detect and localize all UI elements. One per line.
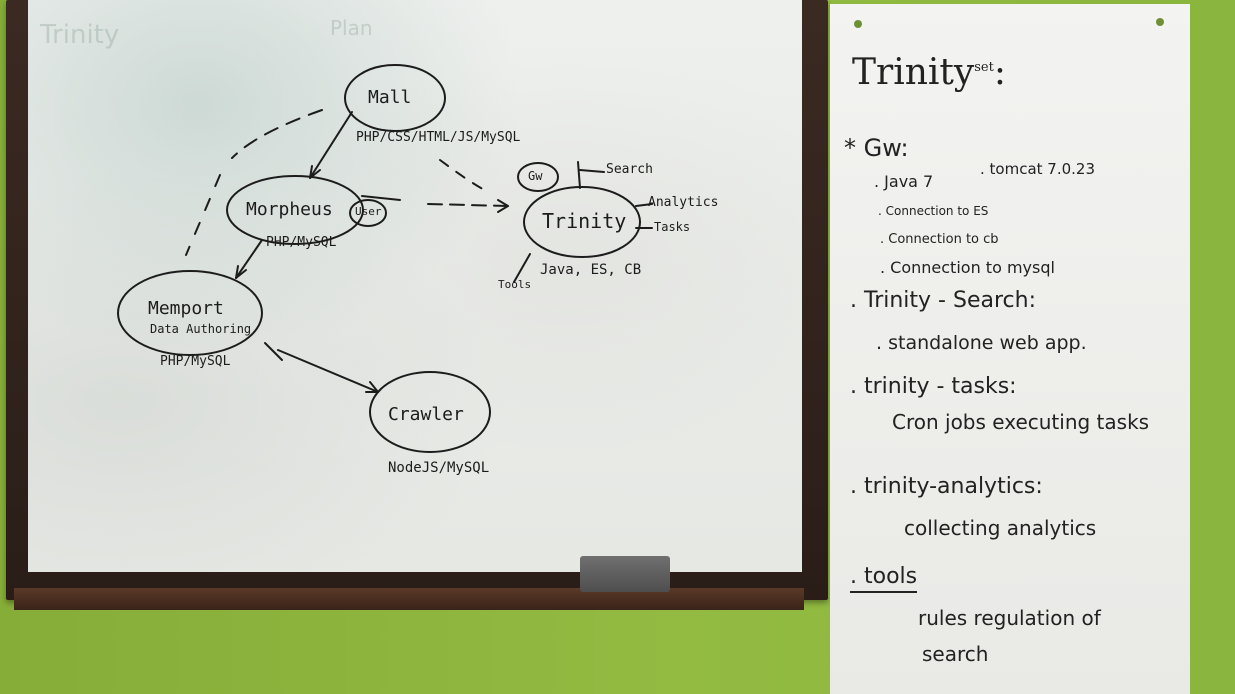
morpheus-to-trinity-dashed <box>427 203 509 207</box>
section-heading-gw: * Gw: <box>844 134 909 162</box>
section-heading-tasks: . trinity - tasks: <box>850 374 1017 399</box>
left-dashed-link <box>185 174 221 256</box>
trinity-node <box>523 186 641 258</box>
gw-item-java: . Java 7 <box>874 172 934 191</box>
gw-item-mysql: . Connection to mysql <box>880 258 1055 277</box>
punch-hole <box>1156 18 1164 26</box>
trinity-stack-note: Java, ES, CB <box>540 262 642 278</box>
morpheus-node <box>226 175 364 245</box>
mall-to-morpheus-arrow <box>309 111 353 179</box>
flipchart-title: Trinityset: <box>852 52 1006 93</box>
section-heading-tools: . tools <box>850 564 918 593</box>
memport-label: Memport <box>148 298 224 319</box>
memport-stack-note: PHP/MySQL <box>160 354 231 369</box>
mall-label: Mall <box>368 87 412 108</box>
morpheus-stack-note: PHP/MySQL <box>266 235 337 250</box>
mall-to-gw-dashed <box>439 159 489 193</box>
mall-dashed-link <box>231 109 323 159</box>
search-item: . standalone web app. <box>876 332 1087 354</box>
tasks-item: Cron jobs executing tasks <box>892 410 1150 434</box>
tools-item-2: search <box>922 642 989 666</box>
memport-node <box>117 270 263 356</box>
punch-hole <box>854 20 862 28</box>
analytics-note: Analytics <box>648 195 719 210</box>
user-line <box>361 195 401 201</box>
section-heading-search: . Trinity - Search: <box>850 288 1036 313</box>
user-label: User <box>355 205 382 218</box>
mall-node <box>344 64 446 132</box>
crawler-stack-note: NodeJS/MySQL <box>388 460 490 476</box>
gw-item-tomcat: . tomcat 7.0.23 <box>980 160 1096 178</box>
trinity-label: Trinity <box>542 209 627 233</box>
mall-stack-note: PHP/CSS/HTML/JS/MySQL <box>356 130 521 145</box>
gw-item-es: . Connection to ES <box>878 204 989 218</box>
memport-to-crawler-arrow <box>277 349 379 393</box>
tasks-note: Tasks <box>654 220 691 234</box>
analytics-item: collecting analytics <box>904 516 1097 540</box>
tools-item-1: rules regulation of <box>918 606 1101 630</box>
gw-label: Gw <box>528 169 543 183</box>
user-node <box>349 199 387 227</box>
tools-note: Tools <box>498 278 532 291</box>
section-heading-analytics: . trinity-analytics: <box>850 474 1043 499</box>
gw-node <box>517 162 559 192</box>
flipchart-sheet: Trinityset: * Gw: . Java 7 . tomcat 7.0.… <box>830 4 1190 694</box>
gw-item-cb: . Connection to cb <box>880 232 999 247</box>
board-eraser <box>580 556 670 592</box>
whiteboard-surface <box>28 0 802 572</box>
crawler-label: Crawler <box>388 404 464 425</box>
morpheus-to-memport-arrow <box>235 239 263 279</box>
search-note: Search <box>606 162 653 177</box>
marker-tray <box>14 588 804 610</box>
morpheus-label: Morpheus <box>246 199 333 220</box>
crawler-node <box>369 371 491 453</box>
memport-sub-label: Data Authoring <box>150 322 252 336</box>
